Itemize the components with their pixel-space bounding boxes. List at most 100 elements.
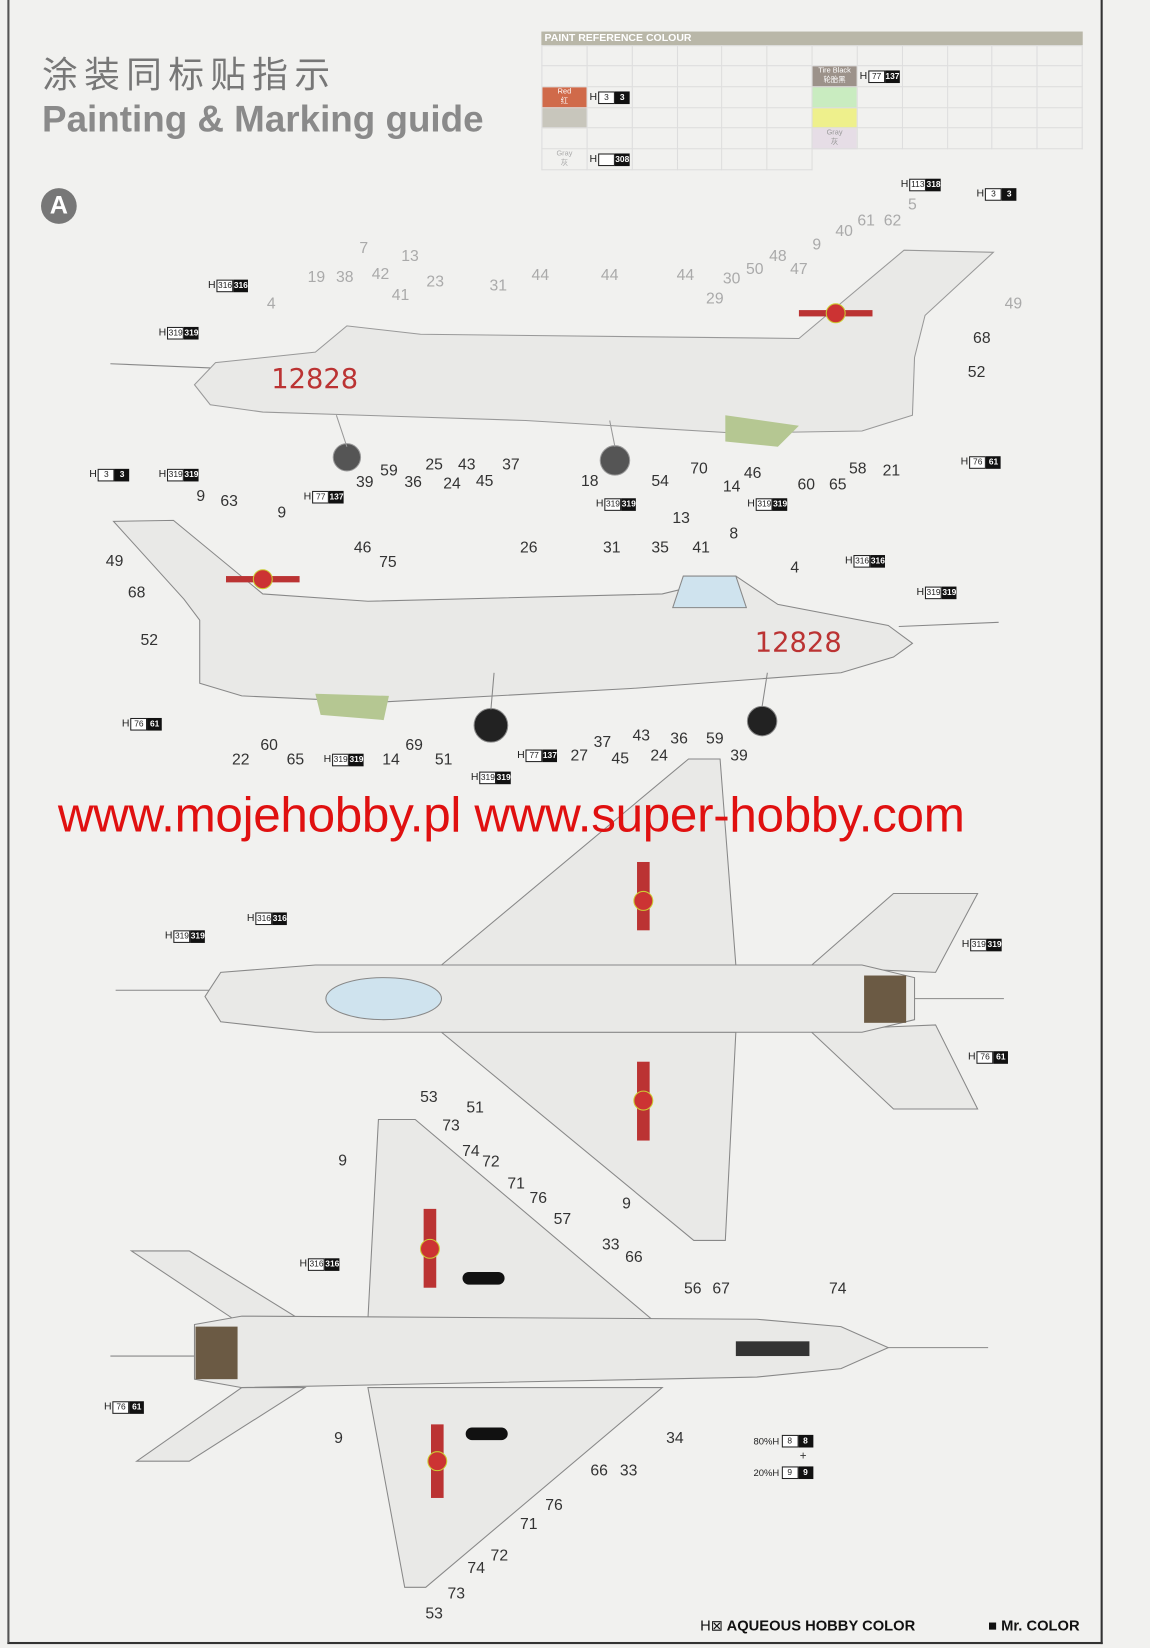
callout-number: 74 bbox=[462, 1142, 480, 1160]
mr-color-code: 319 bbox=[184, 468, 199, 482]
tag-prefix: H bbox=[747, 498, 755, 510]
callout-number: 46 bbox=[743, 464, 762, 482]
callout-number: 36 bbox=[670, 730, 688, 748]
callout-number: 13 bbox=[672, 509, 690, 528]
mr-color-code: 319 bbox=[621, 498, 637, 511]
mr-color-code: 8 bbox=[798, 1434, 813, 1448]
paint-name-cn: 灰 bbox=[560, 159, 569, 168]
tag-prefix: H bbox=[968, 1051, 976, 1063]
hobby-color-code: 316 bbox=[853, 555, 871, 568]
serial-number-right: 12828 bbox=[754, 627, 842, 660]
callout-number: 18 bbox=[580, 472, 599, 491]
callout-number: 72 bbox=[482, 1152, 500, 1171]
callout-number: 66 bbox=[625, 1248, 643, 1267]
footer-aqueous-legend: H⊠ AQUEOUS HOBBY COLOR bbox=[700, 1617, 915, 1635]
callout-number: 4 bbox=[266, 294, 276, 313]
callout-number: 40 bbox=[835, 222, 853, 241]
paint-table-title: PAINT REFERENCE COLOUR bbox=[541, 31, 1083, 46]
callout-number: 37 bbox=[593, 733, 612, 752]
callout-number: 68 bbox=[127, 583, 146, 602]
tag-prefix: H bbox=[208, 279, 216, 292]
callout-number: 26 bbox=[519, 538, 538, 557]
callout-number: 24 bbox=[650, 746, 668, 765]
tag-prefix: H bbox=[158, 468, 167, 481]
hobby-color-code: 9 bbox=[781, 1466, 799, 1480]
callout-number: 9 bbox=[812, 235, 822, 254]
callout-number: 74 bbox=[467, 1559, 485, 1578]
hobby-color-code: 76 bbox=[976, 1051, 994, 1064]
callout-number: 76 bbox=[545, 1496, 563, 1515]
callout-number: 65 bbox=[829, 475, 847, 494]
title-english: Painting & Marking guide bbox=[42, 98, 484, 140]
tag-prefix: H bbox=[158, 326, 167, 339]
tag-prefix: H bbox=[470, 771, 479, 784]
callout-number: 76 bbox=[529, 1189, 547, 1208]
callout-number: 33 bbox=[601, 1235, 620, 1254]
callout-number: 57 bbox=[553, 1210, 572, 1229]
callout-number: 34 bbox=[666, 1429, 684, 1447]
hobby-color-code: 76 bbox=[130, 717, 148, 731]
callout-number: 41 bbox=[391, 286, 410, 305]
callout-number: 22 bbox=[231, 751, 250, 769]
callout-number: 29 bbox=[706, 289, 724, 308]
mr-color-label: Mr. COLOR bbox=[1001, 1616, 1080, 1634]
mr-color-code: 137 bbox=[329, 490, 344, 504]
paint-name-cn: 红 bbox=[560, 97, 569, 106]
callout-number: 25 bbox=[425, 455, 443, 474]
callout-number: 7 bbox=[359, 239, 369, 258]
footer-mr-color-legend: ■ Mr. COLOR bbox=[988, 1617, 1079, 1634]
tag-prefix: 20%H bbox=[753, 1467, 780, 1478]
callout-number: 67 bbox=[712, 1279, 730, 1298]
callout-number: 8 bbox=[729, 525, 739, 543]
callout-number: 50 bbox=[745, 260, 764, 279]
callout-number: 52 bbox=[967, 363, 986, 382]
paint-name: Red bbox=[557, 88, 572, 96]
hobby-color-code: 113 bbox=[909, 178, 927, 192]
callout-number: 51 bbox=[466, 1099, 484, 1117]
hobby-color-code: 319 bbox=[173, 930, 191, 943]
title-chinese: 涂装同标贴指示 bbox=[42, 54, 337, 97]
callout-number: 19 bbox=[307, 268, 326, 287]
callout-number: 23 bbox=[426, 272, 444, 291]
hobby-color-code: 319 bbox=[925, 586, 942, 600]
callout-number: 43 bbox=[632, 726, 651, 745]
aircraft-side-view-right bbox=[112, 519, 999, 743]
tag-prefix: H bbox=[121, 717, 130, 730]
aircraft-top-view bbox=[115, 758, 1004, 1241]
tag-prefix: 80%H bbox=[753, 1435, 780, 1447]
callout-number: 61 bbox=[857, 211, 875, 230]
mr-color-code: 61 bbox=[129, 1401, 145, 1414]
mr-color-code: 316 bbox=[272, 912, 288, 926]
callout-number: 9 bbox=[622, 1194, 631, 1213]
mr-color-code: 319 bbox=[496, 771, 512, 785]
tag-prefix: H bbox=[299, 1258, 308, 1270]
callout-number: 68 bbox=[973, 329, 991, 348]
callout-number: 66 bbox=[590, 1461, 608, 1480]
callout-number: 44 bbox=[676, 266, 695, 285]
hobby-color-code: 319 bbox=[167, 468, 185, 482]
callout-number: 53 bbox=[425, 1604, 443, 1623]
mr-color-code: 319 bbox=[190, 930, 206, 943]
callout-number: 39 bbox=[355, 473, 374, 492]
hobby-color-code: 319 bbox=[604, 498, 622, 511]
mr-color-code: 316 bbox=[233, 279, 249, 293]
callout-number: 42 bbox=[371, 265, 390, 284]
hobby-color-code: 319 bbox=[479, 771, 497, 785]
mr-color-code: 319 bbox=[184, 326, 199, 340]
callout-number: 9 bbox=[334, 1429, 343, 1447]
callout-number: 75 bbox=[379, 553, 397, 572]
tag-prefix: H bbox=[323, 753, 332, 766]
